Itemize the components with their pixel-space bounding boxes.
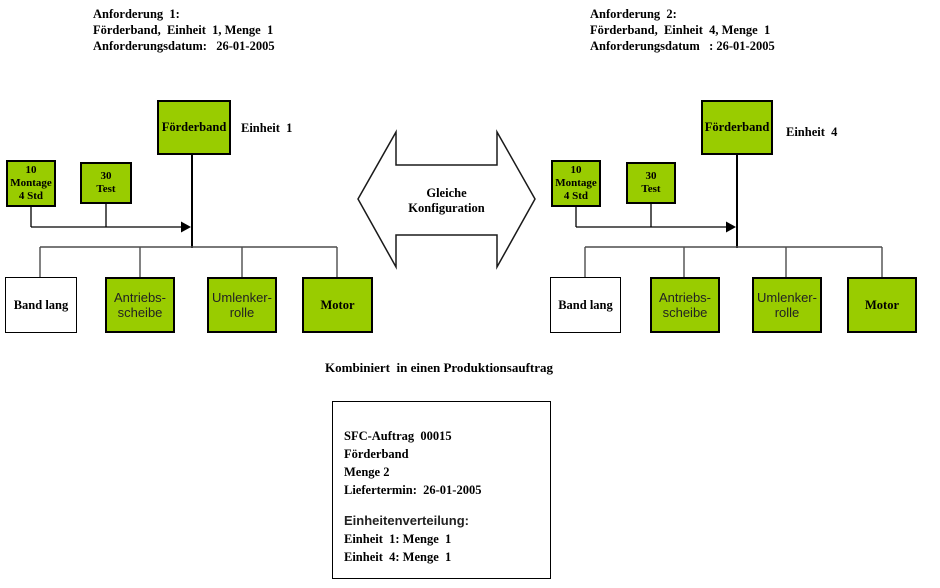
- requirement-2-line2: Förderband, Einheit 4, Menge 1: [590, 23, 771, 37]
- right-op-test-box: 30 Test: [626, 162, 676, 204]
- left-child-antriebsscheibe-box: Antriebs- scheibe: [105, 277, 175, 333]
- order-line-einheitenverteilung: Einheitenverteilung:: [344, 513, 469, 528]
- left-op-montage-box: 10 Montage 4 Std: [6, 160, 56, 207]
- production-order-box: SFC-Auftrag 00015 Förderband Menge 2 Lie…: [332, 401, 551, 579]
- order-line-liefertermin: Liefertermin: 26-01-2005: [344, 483, 482, 497]
- gleiche-konfiguration-label: Gleiche Konfiguration: [408, 186, 485, 215]
- left-op-arrow: [30, 204, 183, 228]
- right-arrowhead-icon: [726, 221, 736, 233]
- requirement-2-text: Anforderung 2: Förderband, Einheit 4, Me…: [590, 6, 775, 54]
- right-op-montage-box: 10 Montage 4 Std: [551, 160, 601, 207]
- left-child-motor-box: Motor: [302, 277, 373, 333]
- requirement-1-line2: Förderband, Einheit 1, Menge 1: [93, 23, 274, 37]
- right-op-arrow: [575, 204, 728, 228]
- order-line-menge: Menge 2: [344, 465, 390, 479]
- double-arrow-shape: [357, 129, 536, 270]
- right-child-band-lang-box: Band lang: [550, 277, 621, 333]
- left-child-connectors: [39, 246, 338, 278]
- requirement-2-line3: Anforderungsdatum : 26-01-2005: [590, 39, 775, 53]
- left-root-box: Förderband: [157, 100, 231, 155]
- requirement-2-line1: Anforderung 2:: [590, 7, 677, 21]
- order-line-sfc: SFC-Auftrag 00015: [344, 429, 452, 443]
- order-line-spacer: [344, 499, 550, 512]
- order-line-material: Förderband: [344, 447, 409, 461]
- right-child-connectors: [584, 246, 883, 278]
- combined-caption: Kombiniert in einen Produktionsauftrag: [325, 360, 554, 375]
- requirement-1-line3: Anforderungsdatum: 26-01-2005: [93, 39, 275, 53]
- order-line-einheit1: Einheit 1: Menge 1: [344, 532, 452, 546]
- right-root-box: Förderband: [701, 100, 773, 155]
- right-child-motor-box: Motor: [847, 277, 917, 333]
- left-child-umlenkerrolle-box: Umlenker- rolle: [207, 277, 277, 333]
- order-line-einheit4: Einheit 4: Menge 1: [344, 550, 452, 564]
- left-op-test-box: 30 Test: [80, 162, 132, 204]
- left-unit-label: Einheit 1: [241, 121, 293, 135]
- right-unit-label: Einheit 4: [786, 125, 838, 139]
- left-child-band-lang-box: Band lang: [5, 277, 77, 333]
- left-arrowhead-icon: [181, 221, 191, 233]
- right-child-antriebsscheibe-box: Antriebs- scheibe: [650, 277, 720, 333]
- requirement-1-text: Anforderung 1: Förderband, Einheit 1, Me…: [93, 6, 275, 54]
- requirement-1-line1: Anforderung 1:: [93, 7, 180, 21]
- right-child-umlenkerrolle-box: Umlenker- rolle: [752, 277, 822, 333]
